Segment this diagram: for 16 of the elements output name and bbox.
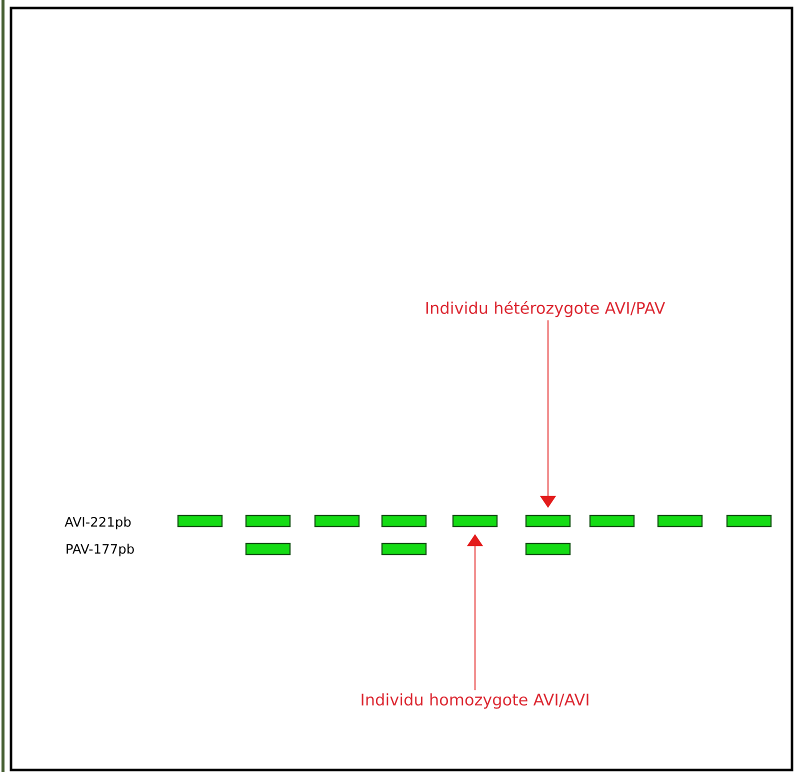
gel-band xyxy=(177,514,223,528)
gel-band xyxy=(245,514,291,528)
gel-band xyxy=(525,542,571,556)
gel-band xyxy=(452,514,498,528)
callout-text: Individu hétérozygote AVI/PAV xyxy=(426,300,666,318)
gel-band xyxy=(381,542,427,556)
gel-band xyxy=(314,514,360,528)
gel-band xyxy=(726,514,772,528)
row-label: PAV-177pb xyxy=(66,544,134,556)
gel-band xyxy=(589,514,635,528)
callout-text: Individu homozygote AVI/AVI xyxy=(362,693,588,709)
gel-band xyxy=(525,514,571,528)
gel-band xyxy=(657,514,703,528)
gel-band xyxy=(245,542,291,556)
row-label: AVI-221pb xyxy=(64,516,131,530)
gel-band xyxy=(381,514,427,528)
